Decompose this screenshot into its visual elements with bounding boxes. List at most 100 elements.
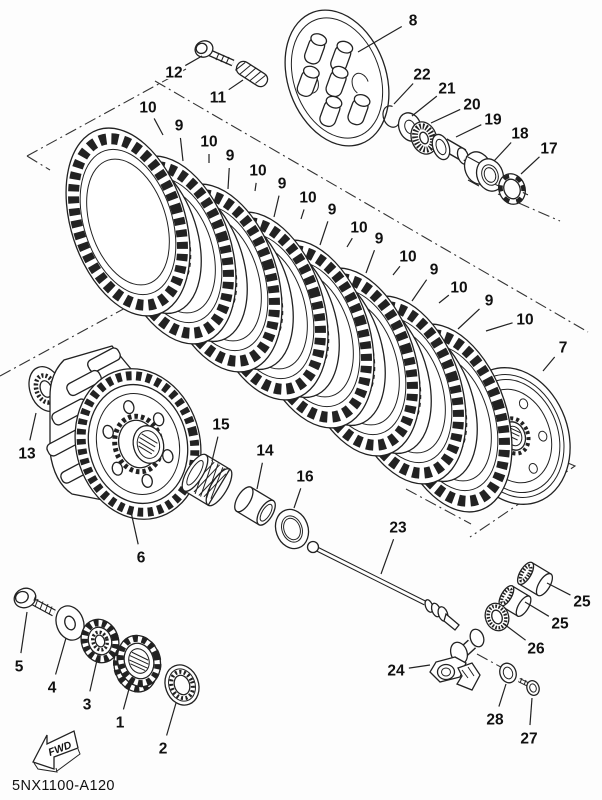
callout-leader-24 [408,664,431,669]
callout-25: 25 [551,616,569,633]
push-lever-24 [429,628,485,691]
callout-leader-15 [211,436,219,462]
callout-6: 6 [137,550,146,567]
flange-bolt-5 [13,587,56,617]
callout-10: 10 [249,163,266,180]
pump-drive-gear-3 [80,618,120,664]
callout-leader-9 [411,279,428,302]
callout-leader-6 [130,511,139,545]
callout-leader-26 [503,623,526,641]
callout-leader-8 [357,26,403,53]
callout-leader-25 [524,601,550,617]
callout-leader-27 [529,697,533,726]
callout-leader-17 [520,156,540,175]
callout-9: 9 [430,262,439,279]
callout-20: 20 [463,97,480,114]
washer-28 [499,662,517,684]
callout-leader-9 [319,221,329,246]
callout-25: 25 [573,594,591,611]
primary-drive-gear-1 [113,634,162,693]
callout-9: 9 [175,118,184,135]
oil-seal-26 [484,602,510,632]
callout-leader-20 [430,108,461,124]
callout-leader-13 [29,412,37,441]
callout-10: 10 [299,190,316,207]
callout-leader-7 [542,356,556,372]
nut-18 [463,151,505,192]
callout-leader-3 [89,659,98,692]
bore-hatch [138,433,158,455]
diagram-code: 5NX1100-A120 [12,778,115,794]
callout-10: 10 [200,134,217,151]
callout-26: 26 [527,641,545,658]
callout-leader-9 [273,195,280,218]
callout-9: 9 [226,148,235,165]
bearing-25a [516,561,554,597]
conical-spring-washer-20 [410,121,438,155]
washer-4 [55,605,85,641]
callout-leader-9 [179,137,184,162]
needle-bearing-15 [181,453,233,507]
screw-27 [517,677,540,696]
callout-9: 9 [278,176,287,193]
callout-16: 16 [296,469,314,486]
callout-7: 7 [559,340,568,357]
callout-leader-16 [293,488,302,509]
callout-10: 10 [350,220,367,237]
callout-leader-10 [438,294,450,304]
construction-lines [0,68,589,672]
callout-leader-10 [485,322,513,332]
callout-21: 21 [438,81,456,98]
callout-leader-4 [54,637,67,675]
pressure-plate [284,9,390,147]
callout-10: 10 [139,100,156,117]
callout-leader-10 [153,118,164,136]
callout-leader-28 [498,683,507,707]
callout-10: 10 [399,249,416,266]
basket-gear [74,368,202,520]
callout-24: 24 [387,663,405,680]
bearing-ring-2 [164,664,200,706]
callout-17: 17 [540,141,557,158]
callout-19: 19 [484,112,502,129]
callout-leader-21 [411,95,438,117]
callout-leader-23 [380,539,395,575]
callout-18: 18 [511,126,529,143]
basket-slots [46,347,121,484]
callout-leader-19 [455,124,482,138]
callout-9: 9 [375,231,384,248]
callout-27: 27 [520,731,537,748]
callout-leader-1 [122,677,133,710]
callout-1: 1 [116,715,125,732]
lock-washer-17 [495,173,529,205]
callout-28: 28 [486,712,504,729]
callout-leader-9 [365,249,376,274]
callout-leader-14 [256,462,263,490]
callout-3: 3 [83,697,92,714]
callout-12: 12 [165,65,182,82]
callout-leader-10 [300,209,305,220]
callout-leader-9 [457,308,480,330]
callout-leader-10 [346,237,353,248]
callout-13: 13 [18,446,36,463]
snap-ring-22 [382,105,400,128]
callout-leader-10 [392,265,401,276]
callout-10: 10 [516,312,533,329]
callout-2: 2 [159,741,168,758]
callout-leader-25 [546,582,571,596]
callout-5: 5 [15,659,24,676]
spring-bosses [296,33,371,128]
callout-leader-18 [493,142,512,162]
callout-leader-11 [228,79,244,91]
callout-9: 9 [485,293,494,310]
clutch-basket [46,345,202,520]
callout-10: 10 [450,280,467,297]
callout-leader-12 [184,55,203,67]
washer-16 [274,508,310,550]
push-rod-23 [306,540,460,631]
callout-22: 22 [413,67,430,84]
clutch-spring-11 [235,60,269,88]
